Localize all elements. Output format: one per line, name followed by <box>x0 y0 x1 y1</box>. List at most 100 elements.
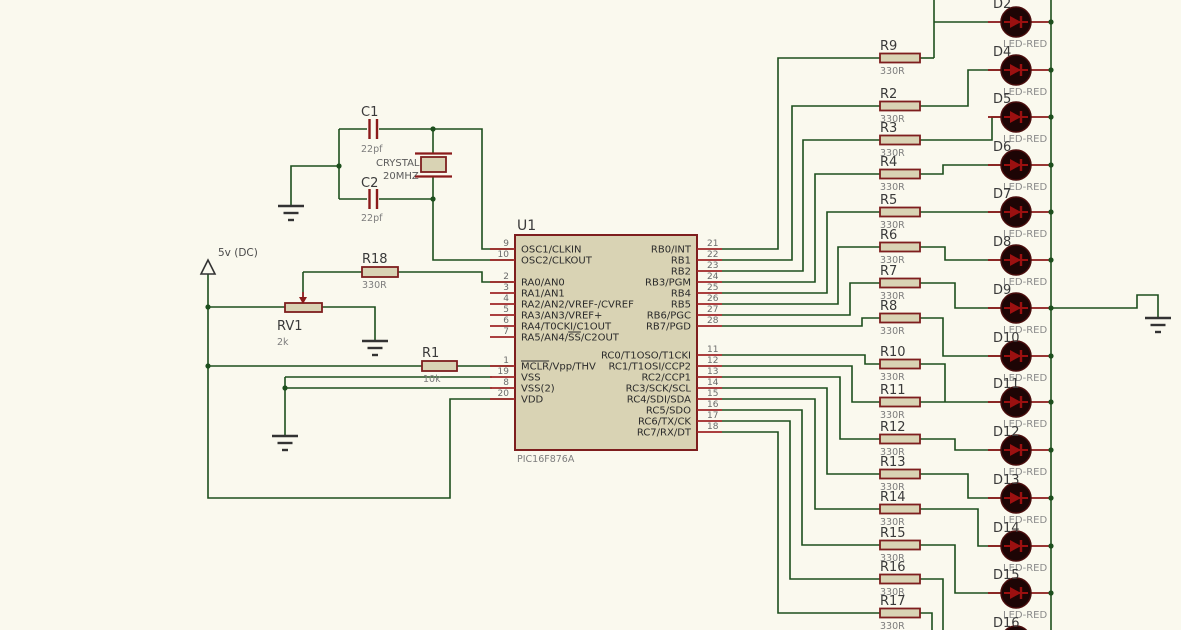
ground-symbol-right[interactable] <box>1145 316 1171 334</box>
wire[interactable] <box>722 431 880 614</box>
wire[interactable] <box>722 354 880 365</box>
wire[interactable] <box>722 139 880 272</box>
wire[interactable] <box>722 57 880 250</box>
wire[interactable] <box>920 544 1001 594</box>
ic-pin-number: 11 <box>707 345 718 355</box>
led-model: LED-RED <box>1003 277 1047 288</box>
led-model: LED-RED <box>1003 325 1047 336</box>
ic-pin-name: RC6/TX/CK <box>638 417 691 428</box>
ic-pin-name: VSS(2) <box>521 384 555 395</box>
power-terminal-5v[interactable]: 5v (DC) <box>199 247 258 275</box>
ic-pin-number: 13 <box>707 367 718 377</box>
wire[interactable] <box>920 438 1001 451</box>
wire[interactable] <box>722 317 880 327</box>
ic-pin-number: 23 <box>707 261 718 271</box>
ground-symbol-caps[interactable] <box>278 204 304 222</box>
ic-pin-number: 2 <box>503 272 509 282</box>
wire[interactable] <box>920 363 946 402</box>
wire[interactable] <box>722 173 880 283</box>
ground-symbol-rv1[interactable] <box>362 339 388 357</box>
resistor-ref: R1 <box>422 346 439 361</box>
wire[interactable] <box>722 387 880 475</box>
ic-pin-name: RA2/AN2/VREF-/CVREF <box>521 300 634 311</box>
led-model: LED-RED <box>1003 229 1047 240</box>
mcu-u1[interactable]: U1PIC16F876A9OSC1/CLKIN10OSC2/CLKOUT2RA0… <box>490 218 722 465</box>
wire[interactable] <box>722 409 880 546</box>
led-d16[interactable]: D16LED-RED <box>988 616 1051 630</box>
wire[interactable] <box>920 282 1001 309</box>
ground-symbol-vss[interactable] <box>272 434 298 452</box>
wire[interactable] <box>722 420 880 580</box>
crystal-body <box>420 156 447 173</box>
wire[interactable] <box>920 473 1001 499</box>
power-arrow-icon <box>199 258 217 275</box>
wire[interactable] <box>722 398 880 510</box>
led-body-icon <box>1004 625 1028 630</box>
mcu-ref: U1 <box>517 218 536 234</box>
resistor-value: 330R <box>880 553 905 564</box>
wire[interactable] <box>920 164 1001 175</box>
resistor-body <box>879 468 921 480</box>
wire[interactable] <box>722 376 880 440</box>
wire[interactable] <box>722 105 880 261</box>
wire[interactable] <box>722 365 880 403</box>
wire[interactable] <box>290 165 339 205</box>
resistor-ref: R8 <box>880 299 897 314</box>
junction-dot <box>1048 19 1054 25</box>
ic-pin-name: RC3/SCK/SCL <box>626 384 692 395</box>
wire[interactable] <box>920 317 1001 357</box>
resistor-body <box>879 607 921 619</box>
wire[interactable] <box>722 211 880 294</box>
ic-pin-number: 26 <box>707 294 719 304</box>
wire[interactable] <box>920 69 1001 107</box>
wire[interactable] <box>722 282 880 316</box>
wire[interactable] <box>432 199 513 261</box>
wire[interactable] <box>722 246 880 305</box>
wire[interactable] <box>322 306 376 340</box>
wire[interactable] <box>920 578 1001 630</box>
power-rail-wire[interactable] <box>207 274 513 499</box>
ic-pin-name: OSC1/CLKIN <box>521 245 581 256</box>
wire[interactable] <box>1051 294 1159 318</box>
junction-dot <box>1048 447 1054 453</box>
led-ref: D15 <box>993 568 1020 583</box>
wire[interactable] <box>920 612 933 630</box>
wire[interactable] <box>920 246 1001 261</box>
